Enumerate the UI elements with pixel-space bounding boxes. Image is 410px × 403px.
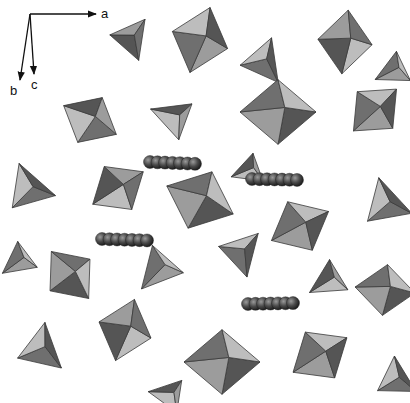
polyhedron-face	[148, 392, 177, 403]
polyhedron-face	[267, 38, 278, 83]
atom-sphere	[291, 173, 304, 186]
polyhedron-face	[222, 330, 260, 362]
polyhedron-face	[396, 51, 410, 80]
polyhedron-face	[355, 286, 390, 315]
polyhedron-face	[172, 31, 206, 72]
polyhedron-face	[152, 245, 183, 272]
polyhedron-face	[219, 246, 247, 277]
polyhedron-face	[379, 178, 410, 214]
polyhedron-face	[388, 265, 410, 293]
polyhedron-face	[245, 233, 259, 277]
axis-label: c	[31, 78, 38, 91]
polyhedron-face	[19, 163, 55, 195]
polyhedron-face	[167, 172, 212, 196]
polyhedron-face	[206, 8, 227, 49]
polyhedron-face	[184, 357, 229, 394]
polyhedron-face	[45, 322, 62, 368]
polyhedron-face	[240, 80, 285, 112]
polyhedron-face	[326, 338, 347, 378]
polyhedron-face	[375, 51, 399, 79]
polyhedron-face	[380, 89, 396, 128]
atom-chains	[96, 156, 304, 311]
axis-arrow	[30, 14, 34, 74]
polyhedron-face	[394, 356, 410, 391]
polyhedron-face	[278, 80, 316, 112]
atom-sphere	[141, 234, 154, 247]
polyhedron-face	[131, 299, 151, 338]
polyhedron-face	[99, 322, 131, 361]
polyhedron-face	[206, 172, 233, 214]
polyhedra	[2, 8, 410, 403]
polyhedron-face	[18, 241, 38, 267]
polyhedron-face	[123, 172, 143, 210]
polyhedron-face	[368, 178, 390, 221]
polyhedron-face	[306, 211, 329, 250]
polyhedron-face	[18, 322, 45, 358]
axis-indicator	[20, 14, 96, 80]
polyhedron-face	[330, 260, 348, 290]
polyhedron-face	[95, 98, 116, 135]
polyhedron-face	[134, 19, 145, 60]
polyhedron-face	[240, 38, 271, 65]
polyhedron-face	[348, 10, 372, 45]
polyhedron-face	[355, 265, 390, 287]
axis-label: a	[101, 7, 108, 20]
polyhedron-face	[240, 107, 285, 144]
atom-sphere	[189, 157, 202, 170]
polyhedron-face	[110, 35, 139, 60]
polyhedron-face	[99, 299, 134, 326]
polyhedron-face	[172, 8, 210, 36]
polyhedron-face	[184, 330, 229, 362]
polyhedron-face	[75, 259, 90, 298]
polyhedron-face	[318, 10, 351, 39]
axis-label: b	[10, 84, 17, 97]
polyhedron-face	[141, 245, 165, 289]
polyhedron-face	[174, 380, 182, 403]
atom-sphere	[287, 297, 300, 310]
polyhedron-face	[179, 104, 192, 140]
polyhedron-face	[318, 38, 351, 74]
axis-arrow	[20, 14, 30, 80]
axis-arrow	[30, 13, 96, 14]
